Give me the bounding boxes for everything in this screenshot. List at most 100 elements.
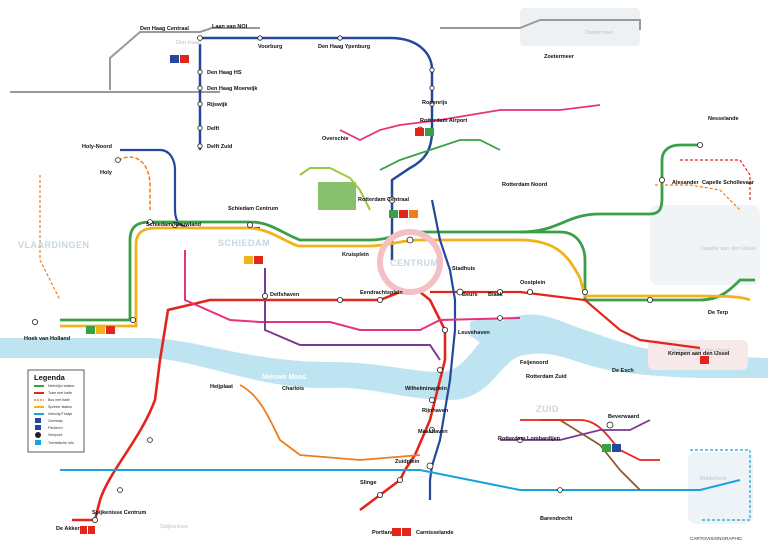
legend-item-tram: Tram met halte [48, 391, 72, 395]
station-barendrecht: Barendrecht [540, 516, 573, 522]
area-label-spijkenisse: Spijkenisse [160, 524, 188, 530]
area-label-zoetermeer: Zoetermeer [585, 30, 614, 36]
line-green-north [379, 139, 501, 171]
area-label-ridderkerk: Ridderkerk [700, 476, 727, 482]
centrum-hub [377, 229, 443, 295]
bus-line-north [117, 156, 151, 210]
metro-line-c-east [430, 290, 701, 350]
park-area [318, 182, 356, 210]
station-eendrachtsplein: Eendrachtsplein [360, 290, 403, 296]
legend-item-veerpont: Veerpont [48, 433, 62, 437]
river-label: Nieuwe Maas [262, 374, 306, 381]
river-nieuwe-maas [0, 314, 768, 400]
station-den-haag-centraal: Den Haag Centraal [140, 26, 189, 32]
station-hoek-van-holland: Hoek van Holland [24, 336, 70, 342]
station-den-haag-ypenburg: Den Haag Ypenburg [318, 44, 370, 50]
legend-swatches [34, 385, 44, 445]
area-label-capelle: Capelle aan den IJssel [700, 246, 756, 252]
capelle-area [650, 205, 760, 285]
line-purple-east [500, 419, 651, 441]
metro-line-a-east [520, 230, 755, 302]
station-zoetermeer: Zoetermeer [544, 54, 575, 60]
station-beurs: Beurs [462, 292, 478, 298]
station-holy-noord: Holy-Noord [82, 144, 112, 150]
metro-line-b [60, 226, 751, 328]
station-de-terp: De Terp [708, 310, 729, 316]
station-rijswijk: Rijswijk [207, 102, 228, 108]
station-wilhelminaplein: Wilhelminaplein [405, 386, 447, 392]
station-slinge: Slinge [360, 480, 377, 486]
station-overschie: Overschie [322, 136, 349, 142]
line-purple [264, 268, 441, 361]
station-den-haag-hs: Den Haag HS [207, 70, 242, 76]
river-harbour [470, 318, 515, 351]
metro-line-c [72, 290, 447, 522]
station-schiedam-centrum: Schiedam Centrum [228, 206, 278, 212]
area-label-centrum: CENTRUM [390, 258, 439, 268]
station-voorburg: Voorburg [258, 44, 282, 50]
station-blaak: Blaak [488, 292, 504, 298]
station-nesselande: Nesselande [708, 116, 739, 122]
legend-item-metro: Metrolijn/-station [48, 384, 74, 388]
line-pink [184, 250, 521, 331]
station-krimpen: Krimpen aan den IJssel [668, 351, 730, 357]
legend-item-overstap: Overstap [48, 419, 63, 423]
area-label-zuid: ZUID [536, 404, 559, 414]
legend: Legenda Metrolijn/-station Tram met halt… [27, 369, 85, 453]
station-rotterdam-zuid: Rotterdam Zuid [526, 374, 567, 380]
station-portland: Portland [372, 530, 394, 536]
intercity-line-north [109, 27, 260, 90]
area-label-vlaardingen: VLAARDINGEN [18, 240, 90, 250]
area-label-krimpen: Krimpen aan den IJssel [672, 348, 729, 354]
station-kruisplein: Kruisplein [342, 252, 370, 258]
bus-line-east [680, 159, 751, 200]
intercity-line-zoetermeer [440, 19, 641, 30]
station-delfshaven: Delfshaven [270, 292, 300, 298]
bus-line-west-vlaardingen [39, 175, 61, 301]
line-light-green [299, 167, 371, 211]
station-zuidplein: Zuidplein [395, 459, 420, 465]
legend-item-intercity: Intercity/Thalys [48, 412, 72, 416]
legend-item-info: Toeristische info [48, 441, 74, 445]
zoetermeer-area [520, 8, 640, 46]
legend-item-sprinter: Sprinter station [48, 405, 72, 409]
line-pink-north [339, 104, 601, 142]
krimpen-area [648, 340, 748, 370]
metro-line-d [428, 199, 457, 500]
station-rodenrijs: Rodenrijs [422, 100, 447, 106]
area-label-den-haag: Den Haag [176, 40, 201, 46]
station-stadhuis: Stadhuis [452, 266, 475, 272]
station-markers [32, 35, 704, 524]
station-capelle-schollevaar: Capelle Schollevaar [702, 180, 755, 186]
legend-title: Legenda [34, 373, 66, 382]
line-orange-south [239, 384, 421, 461]
station-oostplein: Oostplein [520, 280, 546, 286]
station-delft-zuid: Delft Zuid [207, 144, 232, 150]
brand-label: CARTOVISIONGRAPHIC [690, 536, 743, 541]
station-maashaven: Maashaven [418, 429, 448, 435]
legend-item-parkeren: Parkeren [48, 426, 63, 430]
station-feijenoord: Feijenoord [520, 360, 548, 366]
station-spijkenisse-centrum: Spijkenisse Centrum [92, 510, 147, 516]
legend-item-bus: Bus met halte [48, 398, 70, 402]
station-laan-van-noi: Laan van NOI [212, 24, 248, 30]
station-rijnhaven: Rijnhaven [422, 408, 449, 414]
area-label-schiedam: SCHIEDAM [218, 238, 270, 248]
station-heijplaat: Heijplaat [210, 384, 233, 390]
station-rotterdam-centraal: Rotterdam Centraal [358, 197, 410, 203]
station-alexander: Alexander [672, 180, 699, 186]
station-delft: Delft [207, 126, 219, 132]
station-de-akkers: De Akkers [56, 526, 83, 532]
station-lombardijen: Rotterdam Lombardijen [498, 436, 561, 442]
station-rotterdam-airport: Rotterdam Airport [420, 118, 467, 124]
station-carnisselande: Carnisselande [416, 530, 454, 536]
line-cyan [60, 469, 741, 491]
line-badges [80, 55, 709, 536]
station-beverwaard: Beverwaard [608, 414, 639, 420]
station-de-esch: De Esch [612, 368, 634, 374]
bus-line-south-east [690, 449, 751, 521]
station-charlois: Charlois [282, 386, 304, 392]
bus-line-capelle [655, 184, 741, 211]
station-rotterdam-noord: Rotterdam Noord [502, 182, 547, 188]
station-schiedam-nieuwland: Schiedam Nieuwland [146, 222, 201, 228]
